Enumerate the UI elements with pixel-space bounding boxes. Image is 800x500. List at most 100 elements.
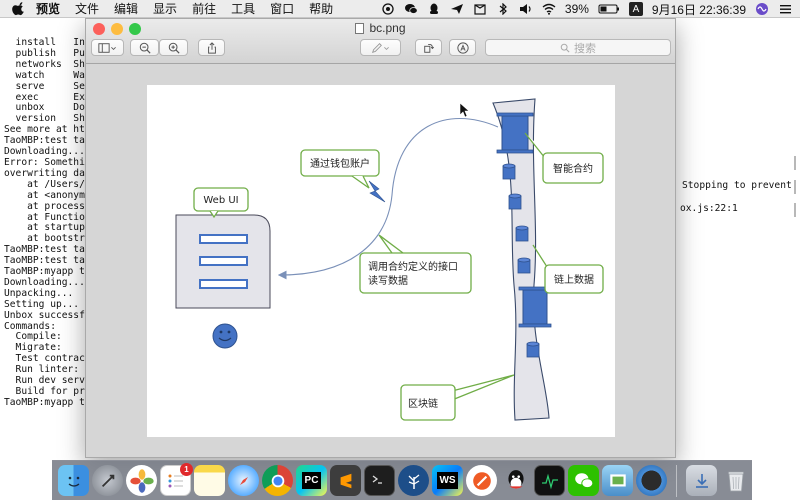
call-contract-label-line2: 读写数据 bbox=[368, 274, 408, 287]
terminal-line: at process. bbox=[4, 200, 91, 212]
bluetooth-icon[interactable] bbox=[496, 3, 510, 15]
markup-pen-button[interactable] bbox=[360, 39, 401, 56]
terminal-scroll-indicator[interactable] bbox=[794, 180, 796, 194]
volume-icon[interactable] bbox=[519, 3, 533, 15]
preview-icon[interactable] bbox=[602, 465, 633, 496]
activity-monitor-icon[interactable] bbox=[534, 465, 565, 496]
status-area: 39% A 9月16日 22:36:39 bbox=[381, 0, 792, 18]
menu-app-name[interactable]: 预览 bbox=[36, 2, 61, 16]
terminal-line: watch Wat bbox=[4, 69, 91, 81]
call-contract-label-line1: 调用合约定义的接口 bbox=[368, 260, 458, 273]
photos-icon[interactable] bbox=[126, 465, 157, 496]
pycharm-logo: PC bbox=[301, 472, 322, 489]
wechat-icon[interactable] bbox=[568, 465, 599, 496]
zoom-out-button[interactable] bbox=[130, 39, 159, 56]
search-placeholder: 搜索 bbox=[574, 42, 596, 55]
terminal-output[interactable]: install Ins publish Pub networks Sho wat… bbox=[4, 37, 91, 409]
qq-icon[interactable] bbox=[500, 465, 531, 496]
sublime-icon[interactable] bbox=[330, 465, 361, 496]
clock[interactable]: 9月16日 22:36:39 bbox=[651, 2, 746, 17]
menu-view[interactable]: 显示 bbox=[153, 2, 178, 16]
terminal-line: Run linter: bbox=[4, 364, 80, 376]
terminal-line: TaoMBP:test tao bbox=[4, 244, 91, 256]
terminal-right-text-2: ox.js:22:1 bbox=[680, 203, 738, 214]
siri-icon[interactable] bbox=[755, 2, 769, 16]
terminal-line: Migrate: bbox=[4, 342, 62, 354]
blockchain-callout bbox=[400, 384, 456, 421]
terminal-line: Downloading... bbox=[4, 276, 85, 288]
terminal-line: Test contract bbox=[4, 353, 91, 365]
share-button[interactable] bbox=[198, 39, 225, 56]
compass-icon bbox=[239, 476, 248, 485]
preview-window: bc.png 搜索 bbox=[85, 18, 676, 458]
chrome-center-icon bbox=[271, 474, 284, 487]
close-button[interactable] bbox=[93, 23, 105, 35]
mouse-cursor-icon bbox=[459, 102, 470, 118]
menu-help[interactable]: 帮助 bbox=[309, 2, 334, 16]
terminal-line: TaoMBP:myapp ta bbox=[4, 266, 91, 278]
dock-separator bbox=[676, 464, 677, 497]
user-smiley-icon bbox=[212, 323, 238, 349]
sidebar-toggle-button[interactable] bbox=[91, 39, 124, 56]
terminal-line: Error: Somethin bbox=[4, 156, 91, 168]
menu-bar: 预览 文件 编辑 显示 前往 工具 窗口 帮助 39% A 9月16日 22:3… bbox=[0, 0, 800, 18]
trash-icon[interactable] bbox=[720, 465, 751, 496]
search-icon bbox=[560, 43, 570, 53]
markup-icon bbox=[456, 41, 469, 54]
minimize-button[interactable] bbox=[111, 23, 123, 35]
terminal-line: at /Users/t bbox=[4, 178, 91, 190]
wifi-icon[interactable] bbox=[542, 3, 556, 15]
reminders-list-icon bbox=[168, 474, 183, 487]
image-canvas[interactable]: Web UI 通过钱包账户 调用合约定义的接口 读写数据 bbox=[147, 85, 615, 437]
launchpad-icon[interactable] bbox=[92, 465, 123, 496]
menu-file[interactable]: 文件 bbox=[75, 2, 100, 16]
markup-toolbar-button[interactable] bbox=[449, 39, 476, 56]
safari-icon[interactable] bbox=[228, 465, 259, 496]
input-source-indicator[interactable]: A bbox=[628, 2, 643, 16]
rotate-button[interactable] bbox=[415, 39, 442, 56]
smart-contract-block bbox=[496, 112, 534, 154]
terminal-scroll-indicator[interactable] bbox=[794, 203, 796, 217]
terminal-right-text-1: Stopping to prevent bbox=[682, 180, 792, 191]
notification-center-icon[interactable] bbox=[778, 3, 792, 15]
preview-photos-icon bbox=[609, 473, 626, 486]
search-field[interactable]: 搜索 bbox=[485, 39, 671, 56]
zoom-button[interactable] bbox=[129, 23, 141, 35]
trash-can-icon bbox=[727, 471, 744, 491]
window-title: bc.png bbox=[86, 21, 675, 35]
terminal-line: TaoMBP:myapp ta bbox=[4, 396, 91, 408]
notes-icon[interactable] bbox=[194, 465, 225, 496]
zoom-in-button[interactable] bbox=[159, 39, 188, 56]
webstorm-icon[interactable]: WS bbox=[432, 465, 463, 496]
qq-status-icon[interactable] bbox=[427, 3, 441, 15]
send-icon[interactable] bbox=[450, 3, 464, 15]
web-ui-bar bbox=[199, 234, 248, 244]
finder-face-icon bbox=[68, 476, 79, 487]
record-icon[interactable] bbox=[381, 3, 395, 15]
menu-go[interactable]: 前往 bbox=[192, 2, 217, 16]
quicktime-icon[interactable] bbox=[636, 465, 667, 496]
menu-edit[interactable]: 编辑 bbox=[114, 2, 139, 16]
terminal-icon[interactable] bbox=[364, 465, 395, 496]
menu-window[interactable]: 窗口 bbox=[270, 2, 295, 16]
downloads-icon[interactable] bbox=[686, 465, 717, 496]
photos-flower-icon bbox=[129, 468, 154, 493]
terminal-line: overwriting dat bbox=[4, 167, 91, 179]
box-icon[interactable] bbox=[473, 3, 487, 15]
terminal-line: at bootstra bbox=[4, 233, 91, 245]
window-titlebar[interactable]: bc.png 搜索 bbox=[86, 19, 675, 64]
postman-icon[interactable] bbox=[466, 465, 497, 496]
terminal-scroll-indicator[interactable] bbox=[794, 156, 796, 170]
battery-icon[interactable] bbox=[598, 3, 620, 15]
web-ui-bar bbox=[199, 279, 248, 289]
terminal-line: install Ins bbox=[4, 37, 91, 48]
finder-icon[interactable] bbox=[58, 465, 89, 496]
pycharm-icon[interactable]: PC bbox=[296, 465, 327, 496]
chrome-icon[interactable] bbox=[262, 465, 293, 496]
apple-icon[interactable] bbox=[12, 1, 26, 16]
terminal-line: serve Ser bbox=[4, 80, 91, 92]
menu-tools[interactable]: 工具 bbox=[231, 2, 256, 16]
wechat-status-icon[interactable] bbox=[404, 3, 418, 15]
sourcetree-icon[interactable] bbox=[398, 465, 429, 496]
reminders-icon[interactable]: 1 bbox=[160, 463, 193, 496]
